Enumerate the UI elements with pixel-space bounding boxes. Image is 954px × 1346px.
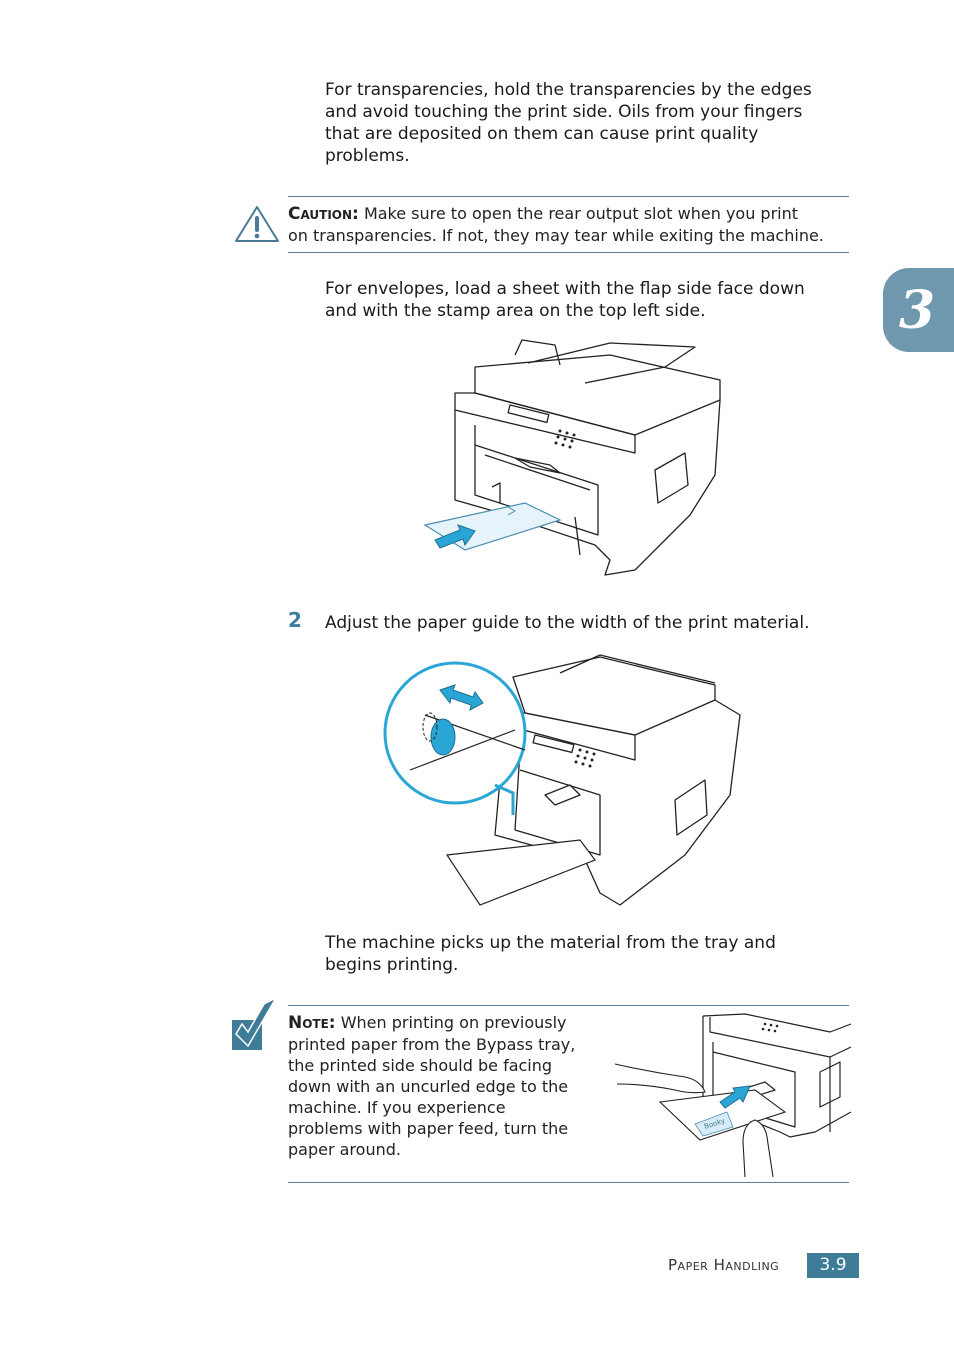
note-bottom-rule [288, 1182, 849, 1183]
step-number: 2 [288, 608, 302, 632]
page-number: 3.9 [807, 1253, 859, 1278]
note-line-1: When printing on previously [340, 1013, 567, 1032]
note-line: the printed side should be facing [288, 1056, 553, 1075]
envelopes-paragraph: For envelopes, load a sheet with the fla… [325, 278, 845, 322]
printer-envelope-illustration [423, 339, 721, 576]
caution-text: Caution: Make sure to open the rear outp… [288, 203, 858, 246]
caution-bottom-rule [288, 252, 849, 253]
warning-triangle-icon [235, 206, 279, 242]
caution-line-2: on transparencies. If not, they may tear… [288, 226, 824, 245]
after-step-paragraph: The machine picks up the material from t… [325, 932, 845, 976]
bypass-tray-illustration: Booky [614, 1013, 852, 1178]
caution-label: Caution: [288, 204, 359, 224]
step2-text: Adjust the paper guide to the width of t… [325, 613, 810, 633]
note-text: Note: When printing on previously printe… [288, 1012, 598, 1160]
paper-guide-illustration [383, 654, 741, 906]
chapter-tab [883, 268, 954, 352]
text-line: For transparencies, hold the transparenc… [325, 80, 812, 100]
caution-line-1: Make sure to open the rear output slot w… [363, 204, 799, 223]
text-line: For envelopes, load a sheet with the fla… [325, 279, 805, 299]
note-label: Note: [288, 1013, 336, 1033]
text-line: that are deposited on them can cause pri… [325, 124, 759, 144]
note-line: machine. If you experience [288, 1098, 506, 1117]
text-line: begins printing. [325, 955, 459, 975]
text-line: The machine picks up the material from t… [325, 933, 776, 953]
text-line: and avoid touching the print side. Oils … [325, 102, 803, 122]
note-line: down with an uncurled edge to the [288, 1077, 569, 1096]
note-line: printed paper from the Bypass tray, [288, 1035, 576, 1054]
text-line: problems. [325, 146, 410, 166]
caution-top-rule [288, 196, 849, 197]
note-top-rule [288, 1005, 849, 1006]
chapter-number: 3 [899, 280, 936, 341]
note-line: problems with paper feed, turn the [288, 1119, 569, 1138]
checkmark-icon [232, 996, 278, 1050]
text-line: and with the stamp area on the top left … [325, 301, 706, 321]
note-line: paper around. [288, 1140, 401, 1159]
transparencies-paragraph: For transparencies, hold the transparenc… [325, 79, 845, 167]
footer-section-title: Paper Handling [668, 1256, 780, 1274]
